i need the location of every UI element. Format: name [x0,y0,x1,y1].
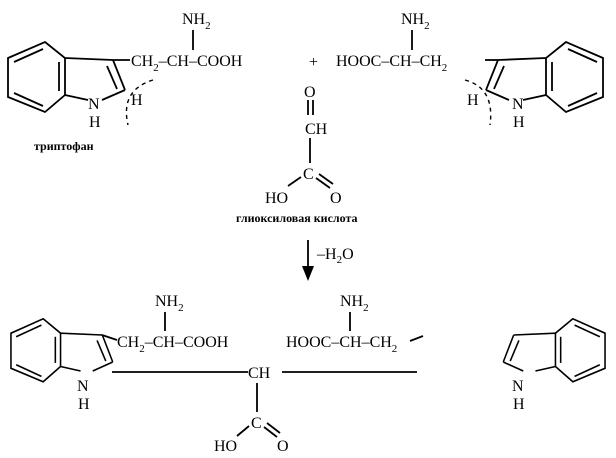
glyoxylic-acid: O CH C HO O глиоксиловая кислота [236,84,358,225]
nh2-label: NH2 [340,293,369,314]
glyoxylic-acid-name: глиоксиловая кислота [236,211,358,225]
product: N H CH2–CH–COOH NH2 CH C HO O N H HOOC–C… [10,293,606,455]
nh2-label: NH2 [182,11,211,32]
n-label: N [512,378,524,395]
tryptophan-name: триптофан [34,139,94,153]
ch-label: CH [305,121,328,138]
indole-ring-left [10,317,114,383]
svg-text:HOOC–CH–CH2: HOOC–CH–CH2 [336,53,447,74]
svg-text:CH2–CH–COOH: CH2–CH–COOH [117,334,229,355]
c-label: C [251,415,262,432]
o-top-label: O [304,84,316,101]
ch-label: CH [248,365,271,382]
nh2-label: NH2 [401,11,430,32]
indole-ring [485,41,604,113]
indole-ring [7,41,126,113]
o-label: O [277,438,289,455]
c-label: C [303,166,314,183]
o-label: O [330,190,342,207]
nh-label: H [89,114,101,131]
indole-ring-right [502,317,606,383]
ho-label: HO [265,190,288,207]
dashed-arc [464,79,492,126]
chain-text: HOOC–CH–CH [336,53,442,70]
reaction-arrow: –H2O [302,240,354,281]
h-label: H [131,92,143,109]
chain-ch2: CH [131,53,154,70]
plus-sign: + [309,54,318,71]
nh-label: H [513,396,525,413]
arrow-label: –H2O [316,246,354,266]
n-label: N [512,96,524,113]
nh2-label: NH2 [155,293,184,314]
chain-rest: –CH–COOH [158,53,243,70]
svg-text:HOOC–CH–CH2: HOOC–CH–CH2 [286,334,397,355]
n-label: N [88,96,100,113]
chain-ch2: CH [117,334,140,351]
chain-rest: –CH–COOH [144,334,229,351]
ho-label: HO [214,438,237,455]
svg-text:CH2–CH–COOH: CH2–CH–COOH [131,53,243,74]
h-label: H [467,92,479,109]
tryptophan-right: N H H HOOC–CH–CH2 NH2 [336,11,604,131]
dashed-arc [125,79,154,126]
nh-label: H [78,396,90,413]
n-label: N [77,378,89,395]
nh-label: H [513,114,525,131]
tryptophan-left: N H H CH2–CH–COOH NH2 триптофан [7,11,243,153]
chain-text: HOOC–CH–CH [286,334,392,351]
